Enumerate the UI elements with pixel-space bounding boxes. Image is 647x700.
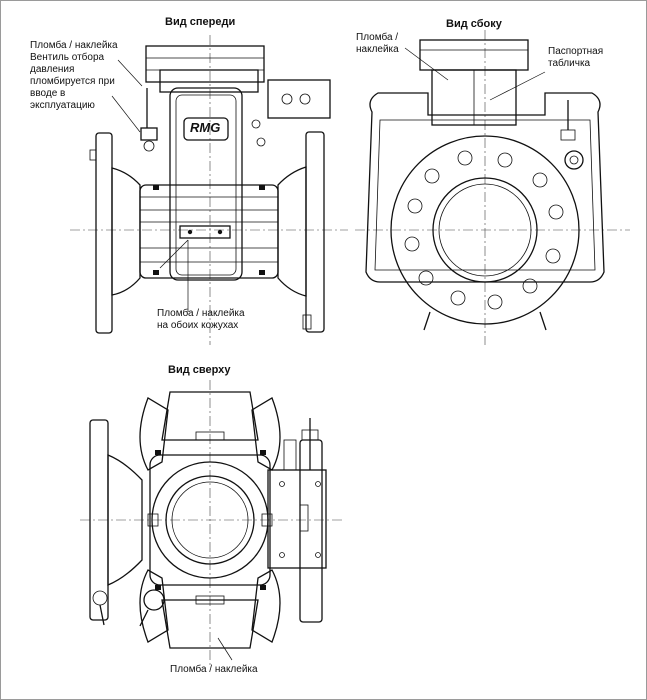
top-view-drawing [80,380,345,665]
front-housing [139,184,279,279]
side-housing-frame [365,92,605,283]
front-right-bolt [302,314,312,330]
front-top-base [159,69,259,93]
top-left-flare [107,454,143,586]
front-side-box [267,79,331,119]
top-side-box [267,469,327,569]
front-view-title: Вид спереди [165,16,236,28]
side-view-drawing [355,30,630,345]
top-view-title: Вид сверху [168,364,231,376]
front-label-seal-bottom-1: Пломба / наклейка [157,308,245,319]
side-leader-plate [489,71,546,101]
side-fitting [564,150,584,170]
side-bolt-holes [404,150,564,310]
side-label-plate-2: табличка [548,58,591,69]
front-seal-plate [179,225,231,239]
front-top-box [145,45,265,83]
side-view-title: Вид сбоку [446,18,502,30]
side-foot-right [539,311,547,331]
top-label-seal: Пломба / наклейка [170,664,258,675]
side-bore-inner [438,183,532,277]
front-label-valve-5: эксплуатацию [30,100,95,111]
front-leader-seal-top [117,59,143,87]
front-left-bolt-top [89,149,97,161]
side-leader-seal [404,47,449,81]
top-center-body [149,454,271,586]
side-top-box [419,39,529,71]
side-label-seal-1: Пломба / [356,32,399,43]
side-foot-left [423,311,431,331]
front-right-flare [277,166,307,297]
front-logo-plate [183,117,229,141]
top-lower-arm [161,599,259,649]
front-label-valve-4: вводе в [30,88,66,99]
front-view-drawing [70,35,348,345]
top-upper-arm [161,391,259,441]
front-left-flange [95,132,113,334]
front-left-flare [111,167,141,296]
front-label-seal-bottom-2: на обоих кожухах [157,320,239,331]
front-label-valve-3: пломбируется при [30,76,115,87]
side-label-seal-2: наклейка [356,44,399,55]
side-flange [390,135,580,325]
top-leader-seal [217,637,233,661]
side-label-plate-1: Паспортная [548,46,604,57]
top-bore-outer [165,475,255,565]
front-label-valve-2: давления [30,64,75,75]
front-label-valve-1: Вентиль отбора [30,52,105,63]
front-logo-text: RMG [190,120,221,135]
top-bore-inner [171,481,249,559]
front-label-seal-top: Пломба / наклейка [30,40,118,51]
front-center-column [169,87,243,281]
side-bore-outer [432,177,538,283]
front-leader-valve [111,95,141,133]
front-right-flange [305,131,325,333]
